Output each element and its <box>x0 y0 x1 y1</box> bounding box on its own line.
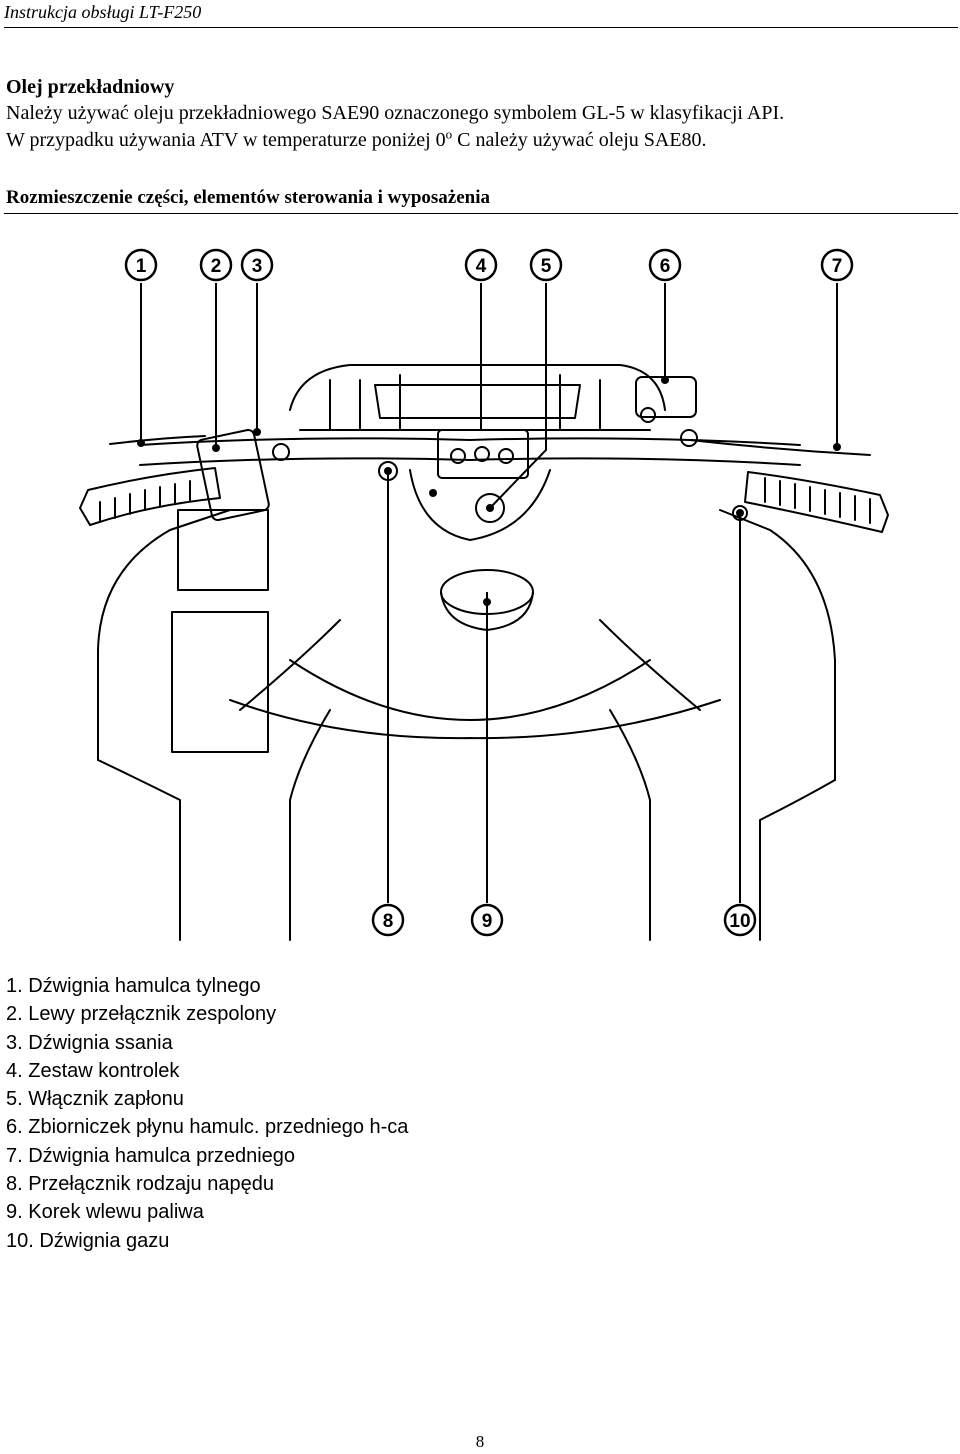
paragraph-gear-oil: Należy używać oleju przekładniowego SAE9… <box>6 102 785 124</box>
seat-front <box>289 709 651 941</box>
section-title: Olej przekładniowy <box>6 76 175 98</box>
para-text-before: W przypadku używania ATV w temperaturze … <box>6 129 446 151</box>
front-rack <box>289 364 666 431</box>
degree-superscript: o <box>445 126 453 142</box>
callout-number-7: 7 <box>832 256 843 277</box>
callout-number-1: 1 <box>136 256 147 277</box>
right-brake-lever <box>689 439 871 456</box>
left-body-lower <box>97 759 181 941</box>
callout-number-8: 8 <box>383 911 394 932</box>
callout-number-3: 3 <box>252 256 263 277</box>
callout-circle-7 <box>820 248 854 282</box>
legend-item: 10. Dźwignia gazu <box>6 1229 170 1252</box>
left-brake-lever <box>109 435 206 445</box>
callout-circle-4 <box>464 248 498 282</box>
legend-item: 4. Zestaw kontrolek <box>6 1059 180 1082</box>
tank-front-curve <box>239 619 701 711</box>
decal-upper <box>177 509 269 591</box>
callout-number-5: 5 <box>541 256 552 277</box>
left-grip <box>79 467 221 526</box>
callout-circle-9 <box>470 903 504 937</box>
left-switch-housing <box>196 428 270 522</box>
callout-number-2: 2 <box>211 256 222 277</box>
callout-circle-8 <box>371 903 405 937</box>
callout-circle-5 <box>529 248 563 282</box>
front-body-outline <box>97 509 836 781</box>
decal-lower <box>171 611 269 753</box>
leader-5 <box>489 283 547 509</box>
callout-number-4: 4 <box>476 256 487 277</box>
right-grip <box>744 471 889 533</box>
callout-circle-10 <box>723 903 757 937</box>
legend-item: 7. Dźwignia hamulca przedniego <box>6 1144 296 1167</box>
callout-number-6: 6 <box>660 256 671 277</box>
callout-number-9: 9 <box>482 911 493 932</box>
legend-item: 2. Lewy przełącznik zespolony <box>6 1003 277 1026</box>
callout-circle-2 <box>199 248 233 282</box>
callout-number-10: 10 <box>729 911 750 932</box>
handlebar-bar <box>139 437 801 466</box>
legend-item: 9. Korek wlewu paliwa <box>6 1201 204 1224</box>
parts-legend: 1. Dźwignia hamulca tylnego 2. Lewy prze… <box>6 972 408 1255</box>
legend-item: 6. Zbiorniczek płynu hamulc. przedniego … <box>6 1116 409 1139</box>
page-number: 8 <box>475 1432 485 1451</box>
legend-item: 5. Włącznik zapłonu <box>6 1088 184 1111</box>
callout-circle-1 <box>124 248 158 282</box>
subsection-title-text: Rozmieszczenie części, elementów sterowa… <box>6 187 491 208</box>
legend-item: 3. Dźwignia ssania <box>6 1031 173 1054</box>
callout-group: 1 2 3 4 5 6 7 8 9 10 <box>124 248 854 937</box>
atv-handlebar-diagram: 1 2 3 4 5 6 7 8 9 10 <box>79 248 889 941</box>
tank-bottom-curve <box>229 699 721 740</box>
running-title: Instrukcja obsługi LT-F250 <box>4 2 202 22</box>
callout-circle-3 <box>240 248 274 282</box>
para-text-after: C należy używać oleju SAE80. <box>452 129 707 151</box>
callout-circle-6 <box>648 248 682 282</box>
steering-head <box>409 469 551 541</box>
legend-item: 8. Przełącznik rodzaju napędu <box>6 1173 274 1196</box>
tank-rear-curve <box>289 659 651 721</box>
legend-item: 1. Dźwignia hamulca tylnego <box>6 975 261 997</box>
ignition-switch <box>475 493 505 523</box>
instrument-cluster <box>437 429 529 479</box>
right-body-lower <box>759 779 836 941</box>
subsection-title: Rozmieszczenie części, elementów sterowa… <box>4 187 958 214</box>
rack-plate <box>374 384 581 419</box>
running-header: Instrukcja obsługi LT-F250 <box>4 0 958 28</box>
paragraph-low-temperature: W przypadku używania ATV w temperaturze … <box>6 127 707 153</box>
